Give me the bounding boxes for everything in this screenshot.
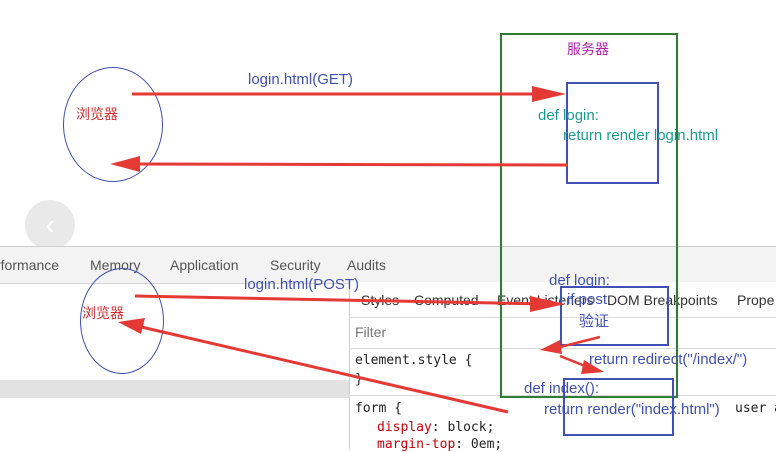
if-post: if post: (567, 291, 612, 308)
def-login-top: def login: (538, 107, 599, 124)
styles-filter-row[interactable]: Filter (349, 318, 776, 349)
def-index: def index(): (524, 380, 600, 397)
chevron-left-icon: ‹ (45, 209, 55, 240)
tab-application[interactable]: Application (170, 257, 239, 273)
css-margin-value: : 0em; (455, 437, 503, 452)
index-view-box (563, 378, 674, 436)
styles-pane (349, 282, 776, 449)
tab-dom-breakpoints[interactable]: DOM Breakpoints (607, 292, 718, 308)
get-request-arrow (132, 86, 566, 102)
post-request-arrow (134, 294, 565, 312)
filter-input[interactable]: Filter (355, 324, 387, 340)
verify-label: 验证 (579, 313, 610, 330)
server-box (500, 33, 678, 398)
css-display-prop: display (377, 420, 432, 435)
tab-security[interactable]: Security (270, 257, 321, 273)
browser-ellipse-bottom (80, 268, 164, 374)
css-user-agent: user a (735, 401, 776, 416)
browser-ellipse-top (63, 67, 163, 182)
redirect-to-index-arrow (559, 354, 604, 374)
return-render-login: return render login.html (563, 127, 719, 144)
get-request-label: login.html(GET) (248, 71, 354, 88)
back-button[interactable]: ‹ (25, 200, 75, 250)
tab-computed[interactable]: Computed (414, 292, 479, 308)
css-display-value: : block; (431, 420, 495, 435)
login-view-box-top (566, 82, 659, 184)
tab-audits[interactable]: Audits (347, 257, 386, 273)
browser-label-bottom: 浏览器 (82, 305, 124, 321)
css-form-rule: form { (355, 401, 402, 416)
login-page-response-arrow (110, 156, 569, 172)
login-view-box-bottom (560, 286, 669, 346)
tab-performance[interactable]: rformance (0, 257, 60, 273)
divider (349, 395, 776, 396)
css-margin-prop: margin-top (377, 437, 456, 452)
tab-properties[interactable]: Prope (737, 292, 775, 308)
styles-tab-bar: Styles Computed Event Listeners DOM Brea… (349, 283, 776, 318)
css-element-style: element.style { (355, 353, 473, 368)
return-redirect: return redirect("/index/") (589, 351, 748, 368)
def-login-bottom: def login: (549, 272, 610, 289)
verify-return-arrow (540, 335, 601, 354)
css-display-line: display: block; (377, 420, 494, 435)
css-close-brace: } (355, 372, 363, 387)
redirect-arrow-to-browser (118, 318, 509, 414)
elements-selection-bar (0, 380, 350, 398)
css-margin-line: margin-top: 0em; (377, 437, 502, 452)
server-label: 服务器 (567, 41, 609, 57)
return-render-index: return render("index.html") (544, 401, 720, 418)
post-request-label: login.html(POST) (244, 276, 360, 293)
browser-label-top: 浏览器 (76, 106, 118, 122)
